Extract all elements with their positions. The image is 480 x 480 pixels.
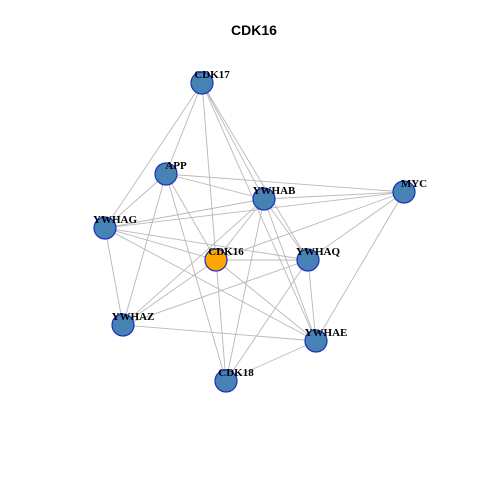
edge-cdk17-cdk16 — [201, 82, 217, 261]
edge-myc-ywhae — [315, 191, 405, 342]
edge-app-cdk16 — [165, 173, 217, 261]
node-ywhaz — [111, 313, 135, 337]
edge-ywhab-ywhaq — [263, 198, 309, 261]
edge-ywhab-ywhaz — [122, 198, 265, 326]
edge-cdk17-app — [165, 82, 203, 175]
edge-ywhae-cdk18 — [225, 340, 317, 382]
nodes-layer — [93, 71, 416, 393]
node-label-cdk18: CDK18 — [218, 367, 254, 379]
edge-ywhab-ywhag — [104, 198, 265, 229]
node-label-app: APP — [165, 160, 187, 172]
node-myc — [392, 180, 416, 204]
edge-cdk17-ywhaq — [201, 82, 309, 261]
edge-ywhag-ywhaq — [104, 227, 309, 261]
node-label-ywhaz: YWHAZ — [112, 311, 155, 323]
edge-cdk17-ywhab — [201, 82, 265, 200]
edge-cdk16-ywhae — [215, 259, 317, 342]
edge-myc-ywhag — [104, 191, 405, 229]
node-ywhab — [252, 187, 276, 211]
node-cdk16 — [204, 248, 228, 272]
node-ywhag — [93, 216, 117, 240]
edge-ywhag-cdk16 — [104, 227, 217, 261]
node-ywhaq — [296, 248, 320, 272]
edge-app-ywhab — [165, 173, 265, 200]
edge-ywhaq-cdk18 — [225, 259, 309, 382]
edge-ywhaq-ywhae — [307, 259, 317, 342]
edge-app-cdk18 — [165, 173, 227, 382]
edge-app-ywhag — [104, 173, 167, 229]
node-label-myc: MYC — [401, 178, 427, 190]
node-cdk18 — [214, 369, 238, 393]
edge-ywhab-ywhae — [263, 198, 317, 342]
edge-ywhag-ywhae — [104, 227, 317, 342]
node-ywhae — [304, 329, 328, 353]
edge-ywhaz-ywhae — [122, 324, 317, 342]
edge-cdk17-ywhae — [201, 82, 317, 342]
node-label-ywhaq: YWHAQ — [296, 246, 340, 258]
node-label-ywhae: YWHAE — [305, 327, 348, 339]
edge-myc-ywhaq — [307, 191, 405, 261]
edge-ywhab-cdk18 — [225, 198, 265, 382]
node-label-cdk17: CDK17 — [194, 69, 230, 81]
edge-ywhaq-ywhaz — [122, 259, 309, 326]
edge-ywhag-ywhaz — [104, 227, 124, 326]
node-label-ywhab: YWHAB — [253, 185, 296, 197]
edge-ywhab-myc — [263, 191, 405, 200]
edge-cdk16-cdk18 — [215, 259, 227, 382]
edge-app-myc — [165, 173, 405, 193]
edges-layer — [104, 82, 405, 382]
edge-myc-cdk16 — [215, 191, 405, 261]
edge-cdk16-ywhaz — [122, 259, 217, 326]
diagram-title: CDK16 — [231, 22, 277, 38]
node-label-ywhag: YWHAG — [93, 214, 137, 226]
node-label-cdk16: CDK16 — [208, 246, 244, 258]
edge-cdk17-ywhag — [104, 82, 203, 229]
node-app — [154, 162, 178, 186]
edge-ywhab-cdk16 — [215, 198, 265, 261]
node-cdk17 — [190, 71, 214, 95]
